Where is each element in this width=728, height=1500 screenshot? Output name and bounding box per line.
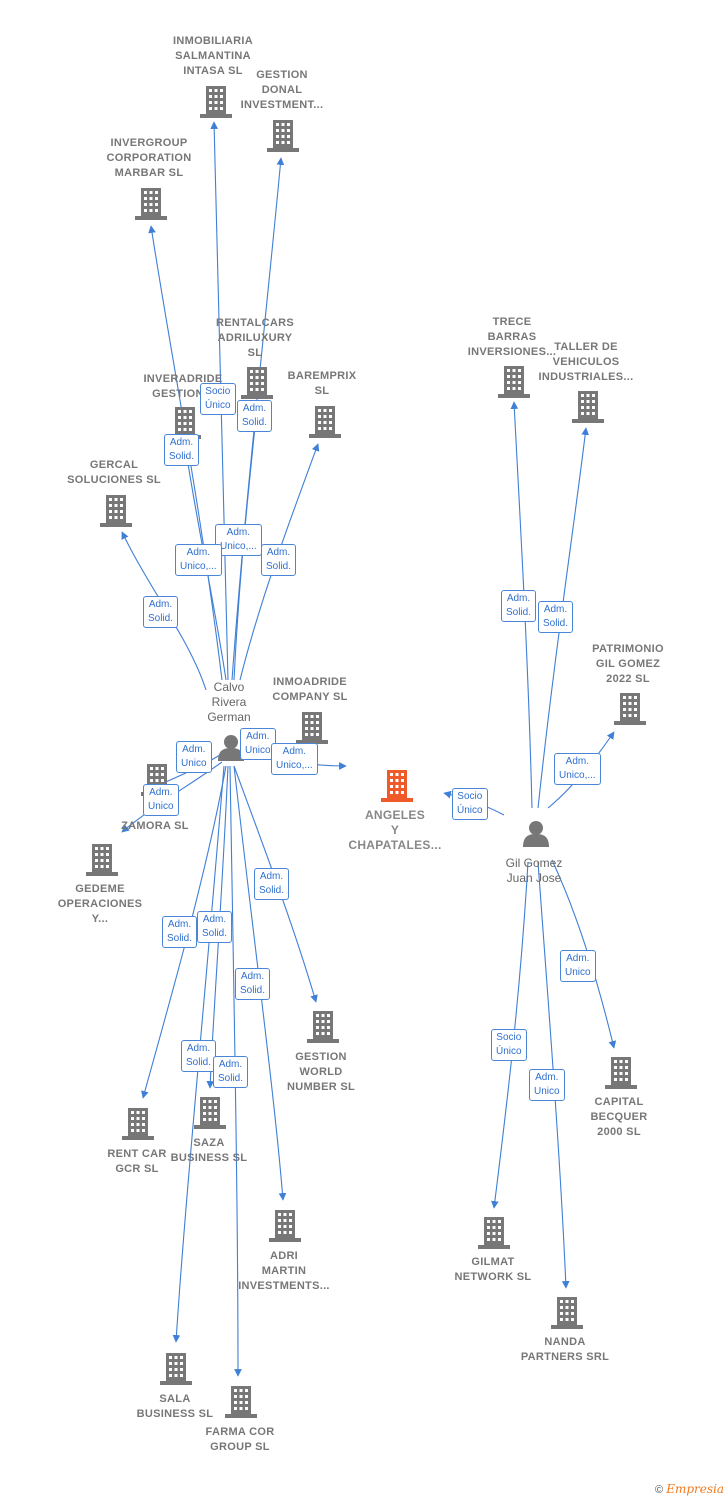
building-icon-taller <box>572 391 604 423</box>
footer-brand[interactable]: © Empresia <box>655 1482 724 1496</box>
edge-label-baremprix[interactable]: Adm.Solid. <box>261 544 297 576</box>
building-icon-gercal <box>100 495 132 527</box>
copyright-icon: © <box>655 1484 664 1496</box>
edge-label-rentcar[interactable]: Adm.Solid. <box>162 916 198 948</box>
edge-label-patrimonio[interactable]: Adm.Unico,... <box>554 753 601 785</box>
edge-label-sala[interactable]: Adm.Solid. <box>197 911 233 943</box>
building-icon-invergroup <box>135 188 167 220</box>
edge-label-inveradride[interactable]: Adm.Solid. <box>164 434 200 466</box>
brand-logo: Empresia <box>666 1482 724 1496</box>
building-icon-inmoadride <box>296 712 328 744</box>
edge-gil-taller <box>537 427 589 809</box>
building-icon-gestionworld <box>307 1011 339 1043</box>
edge-calvo-adri <box>233 765 287 1201</box>
building-icon-angeles <box>381 770 413 802</box>
edge-label-taller[interactable]: Adm.Solid. <box>538 601 574 633</box>
person-icon-gil <box>523 821 549 847</box>
edge-label-nanda[interactable]: Adm.Unico <box>529 1069 565 1101</box>
building-icon-adri <box>269 1210 301 1242</box>
edge-label-trece[interactable]: Adm.Solid. <box>501 590 537 622</box>
edge-calvo-farma <box>229 765 242 1377</box>
building-icon-gilmat <box>478 1217 510 1249</box>
edge-label-zamora[interactable]: Adm.Unico <box>176 741 212 773</box>
edge-label-gedeme[interactable]: Adm.Unico <box>143 784 179 816</box>
building-icon-gedeme <box>86 844 118 876</box>
building-icon-sala <box>160 1353 192 1385</box>
edge-label-farma[interactable]: Adm.Solid. <box>213 1056 249 1088</box>
edge-label-inmoadride-2[interactable]: Adm.Unico,... <box>271 743 318 775</box>
building-icon-patrimonio <box>614 693 646 725</box>
edge-label-adri[interactable]: Adm.Solid. <box>235 968 271 1000</box>
building-icon-capital <box>605 1057 637 1089</box>
building-icon-saza <box>194 1097 226 1129</box>
building-icon-donal <box>267 120 299 152</box>
edge-label-rentalcars[interactable]: Adm.Solid. <box>237 400 273 432</box>
edge-label-inmoadride-1[interactable]: Adm.Unico <box>240 728 276 760</box>
building-icon-baremprix <box>309 406 341 438</box>
edge-label-saza[interactable]: Adm.Solid. <box>181 1040 217 1072</box>
edge-label-invergroup[interactable]: Adm.Unico,... <box>175 544 222 576</box>
edge-label-capital[interactable]: Adm.Unico <box>560 950 596 982</box>
edge-label-donal[interactable]: Adm.Unico,... <box>215 524 262 556</box>
edge-label-gestionworld[interactable]: Adm.Solid. <box>254 868 290 900</box>
edge-calvo-sala <box>172 765 225 1343</box>
edge-label-gercal[interactable]: Adm.Solid. <box>143 596 179 628</box>
building-icon-nanda <box>551 1297 583 1329</box>
